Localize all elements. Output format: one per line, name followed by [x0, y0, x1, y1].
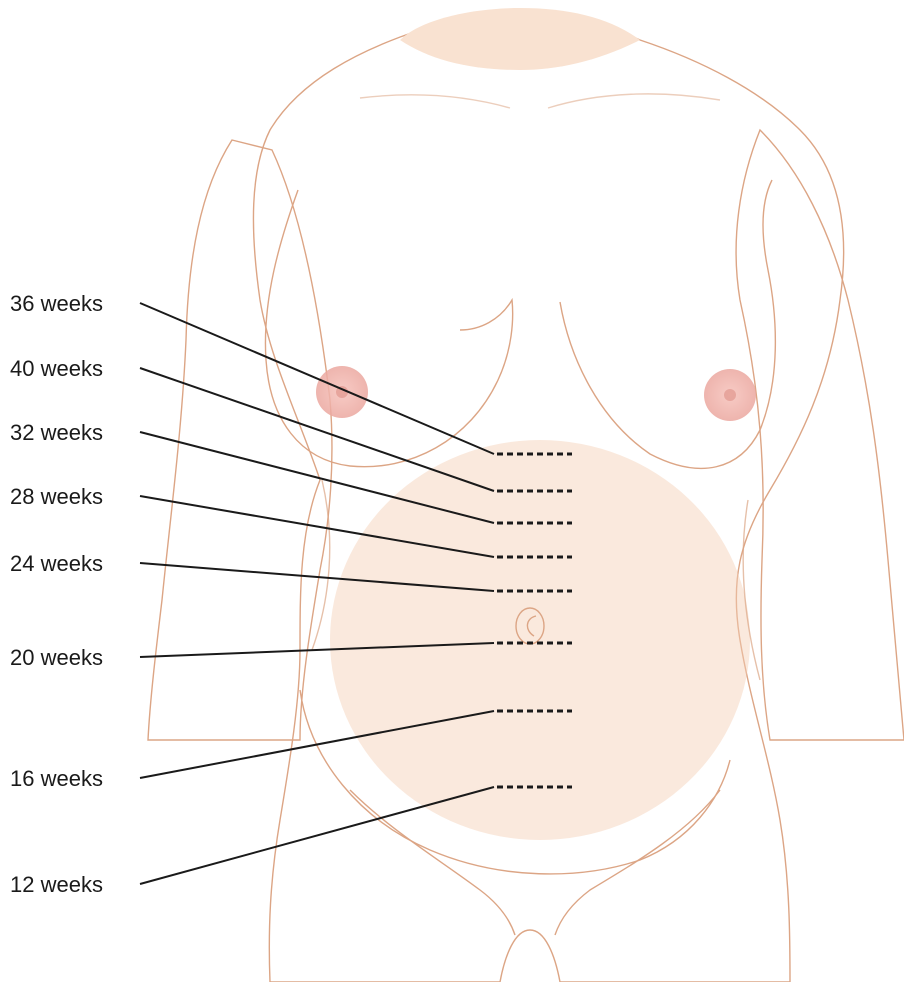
pregnant-abdomen: [330, 440, 750, 840]
label-12-weeks: 12 weeks: [10, 872, 103, 897]
label-28-weeks: 28 weeks: [10, 484, 103, 509]
right-nipple: [724, 389, 736, 401]
leader-line-12-weeks: [140, 787, 494, 884]
right-breast: [560, 180, 775, 468]
label-32-weeks: 32 weeks: [10, 420, 103, 445]
label-20-weeks: 20 weeks: [10, 645, 103, 670]
week-labels: 36 weeks 40 weeks 32 weeks 28 weeks 24 w…: [10, 291, 103, 897]
collarbone-right: [548, 94, 720, 108]
collarbone-left: [360, 95, 510, 108]
leader-line-36-weeks: [140, 303, 494, 454]
label-40-weeks: 40 weeks: [10, 356, 103, 381]
neck: [400, 8, 640, 70]
torso-illustration: [148, 8, 904, 982]
label-36-weeks: 36 weeks: [10, 291, 103, 316]
label-24-weeks: 24 weeks: [10, 551, 103, 576]
label-16-weeks: 16 weeks: [10, 766, 103, 791]
right-arm: [736, 130, 904, 740]
